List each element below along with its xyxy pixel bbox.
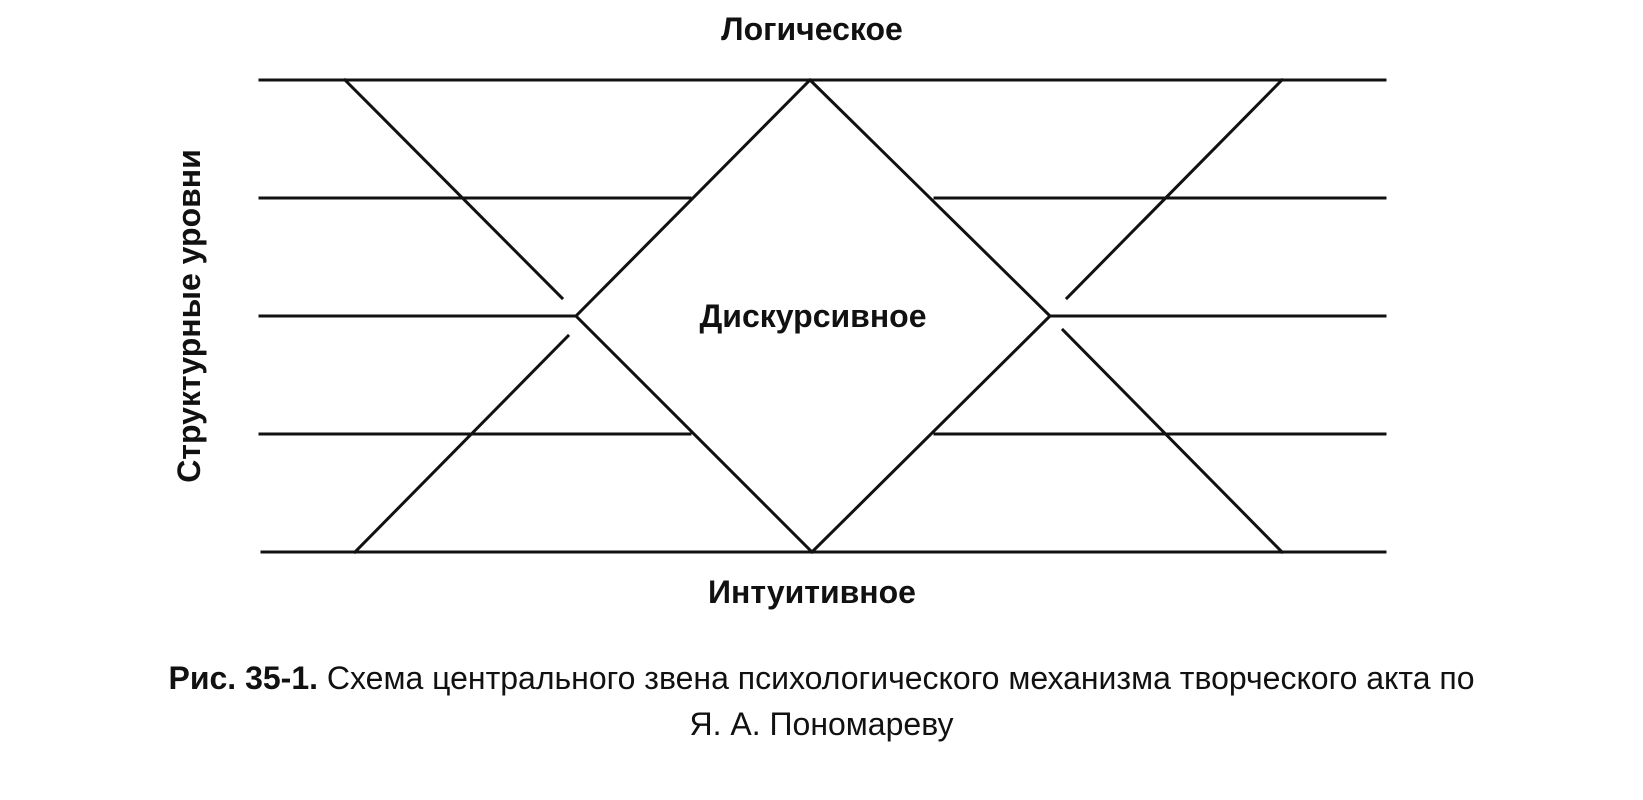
figure-caption: Рис. 35-1. Схема центрального звена псих…: [0, 655, 1643, 747]
discursive-diamond: [573, 77, 1053, 555]
caption-text-line-1: Схема центрального звена психологическог…: [326, 660, 1475, 696]
center-label: Дискурсивное: [699, 298, 926, 334]
side-label: Структурные уровни: [171, 149, 207, 483]
caption-line-1: Рис. 35-1. Схема центрального звена псих…: [0, 655, 1643, 701]
left-cross-lower: [352, 333, 571, 555]
caption-label: Рис. 35-1.: [168, 660, 318, 696]
right-cross-lower: [1060, 327, 1285, 555]
left-cross-upper: [342, 77, 565, 301]
right-cross-upper: [1064, 77, 1285, 301]
top-label: Логическое: [721, 11, 903, 47]
caption-text-line-2: Я. А. Пономареву: [689, 706, 954, 742]
bottom-label: Интуитивное: [708, 574, 916, 610]
